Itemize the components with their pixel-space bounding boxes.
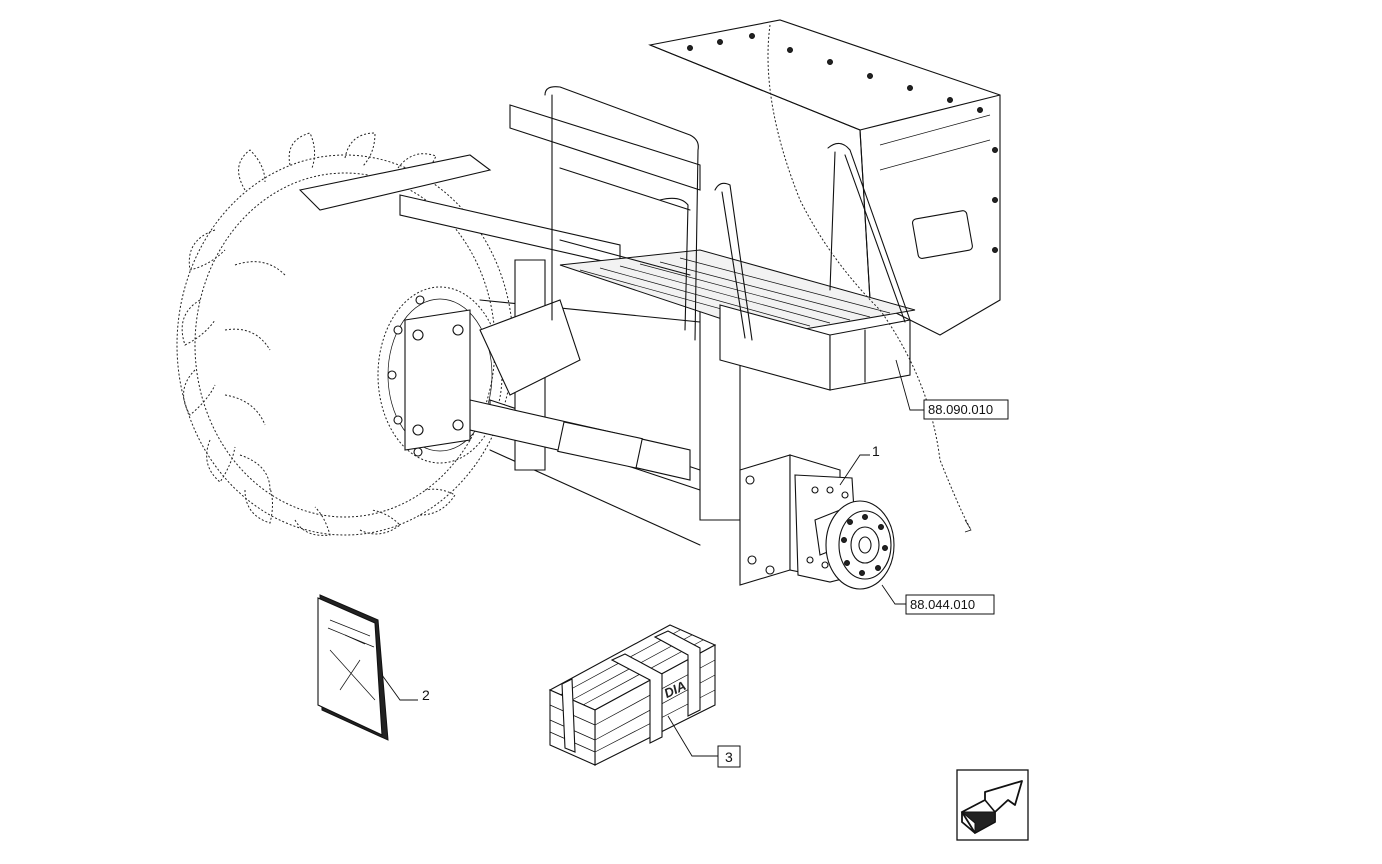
callout-ref-platform[interactable]: 88.090.010	[928, 402, 993, 417]
item-1-hub-assembly	[739, 454, 895, 590]
item-number-2: 2	[422, 687, 430, 703]
cables	[767, 24, 972, 533]
callout-box-wheel-hub	[905, 594, 995, 615]
hub-disc	[377, 286, 503, 464]
callout-box-platform	[923, 399, 1009, 420]
item-number-1: 1	[872, 443, 880, 459]
item-3-crate: DIA	[548, 624, 717, 766]
platform-assembly	[544, 86, 916, 391]
return-arrow-icon[interactable]	[956, 769, 1029, 841]
main-frame	[298, 19, 1001, 546]
item-2-operator-manual	[317, 594, 389, 741]
callouts: 88.090.010 88.044.010 1 2 3	[381, 359, 1009, 768]
item-number-3: 3	[725, 749, 733, 765]
callout-ref-wheel-hub[interactable]: 88.044.010	[910, 597, 975, 612]
callout-box-item-3	[717, 745, 741, 768]
